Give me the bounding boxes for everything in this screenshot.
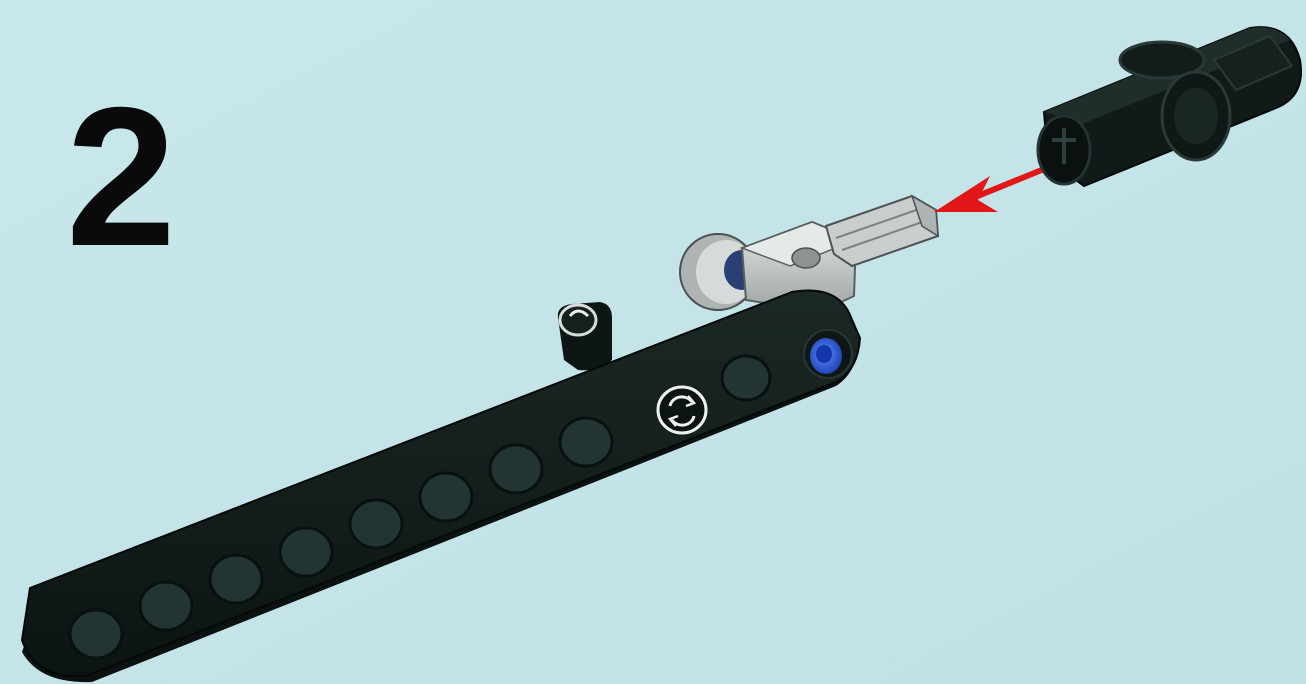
step-number: 2 <box>66 78 172 276</box>
axle-pin-part <box>558 302 612 370</box>
rotation-symbol-icon <box>658 387 706 433</box>
blue-pin-part <box>804 330 852 378</box>
